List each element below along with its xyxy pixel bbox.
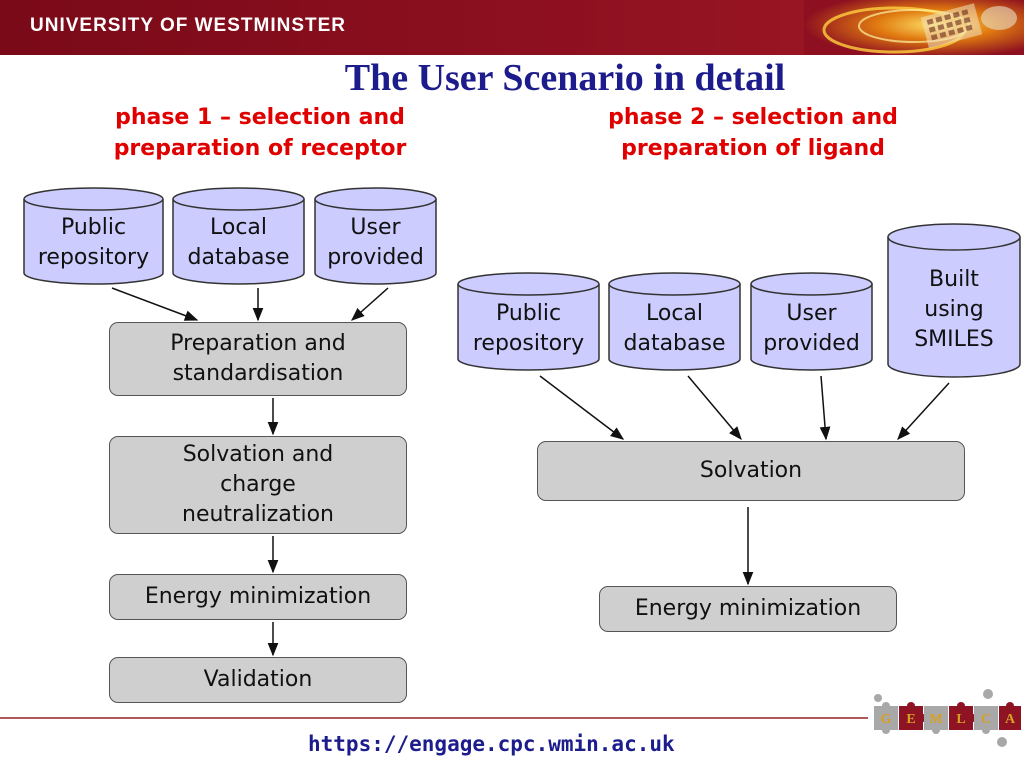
banner-decoration xyxy=(804,0,1024,55)
arrow-p2-local-to-solvation xyxy=(687,375,742,441)
phase2-step-energy-minimization: Energy minimization xyxy=(599,586,897,632)
database-icon xyxy=(23,187,164,285)
phase1-public-repository-database: Public repository xyxy=(23,187,164,285)
phase1-step-preparation: Preparation and standardisation xyxy=(109,322,407,396)
database-icon xyxy=(172,187,305,285)
database-icon xyxy=(457,272,600,371)
logo-letter: G xyxy=(881,712,892,727)
logo-letter: E xyxy=(906,712,915,727)
footer-divider xyxy=(0,717,868,719)
logo-letter: A xyxy=(1005,712,1016,727)
phase2-heading: phase 2 – selection and preparation of l… xyxy=(608,105,898,161)
slide-title: The User Scenario in detail xyxy=(344,57,786,99)
phase1-step-solvation: Solvation and charge neutralization xyxy=(109,436,407,534)
database-label: Local database xyxy=(187,215,290,270)
header-banner: UNIVERSITY OF WESTMINSTER xyxy=(0,0,1024,55)
phase2-public-repository-database: Public repository xyxy=(457,272,600,371)
phase1-step-validation: Validation xyxy=(109,657,407,703)
arrow-p2-public-to-solvation xyxy=(539,375,625,440)
gemlca-puzzle-logo: G E M L C A xyxy=(874,689,1021,747)
arrow-user-to-prep xyxy=(350,287,389,321)
database-icon xyxy=(608,272,741,371)
database-label: User provided xyxy=(327,215,424,270)
phase1-heading: phase 1 – selection and preparation of r… xyxy=(113,105,407,161)
arrow-public-to-prep xyxy=(111,287,199,321)
database-label: Public repository xyxy=(472,301,585,356)
phase1-local-database: Local database xyxy=(172,187,305,285)
database-icon xyxy=(314,187,437,285)
phase1-step-energy-minimization: Energy minimization xyxy=(109,574,407,620)
database-icon xyxy=(887,223,1021,378)
phase2-local-database: Local database xyxy=(608,272,741,371)
database-label: Public repository xyxy=(37,215,150,270)
institution-name: UNIVERSITY OF WESTMINSTER xyxy=(30,15,347,36)
logo-letter: M xyxy=(929,712,942,727)
logo-letter: L xyxy=(956,712,965,727)
arrow-p2-smiles-to-solvation xyxy=(897,382,950,440)
phase1-user-provided-database: User provided xyxy=(314,187,437,285)
phase2-smiles-database: Built using SMILES xyxy=(887,223,1021,378)
phase2-step-solvation: Solvation xyxy=(537,441,965,501)
logo-letter: C xyxy=(981,712,991,727)
footer-url: https://engage.cpc.wmin.ac.uk xyxy=(308,732,675,756)
phase2-user-provided-database: User provided xyxy=(750,272,873,371)
database-icon xyxy=(750,272,873,371)
database-label: Built using SMILES xyxy=(914,267,994,352)
arrow-p2-user-to-solvation xyxy=(819,375,831,441)
database-label: User provided xyxy=(763,301,860,356)
database-label: Local database xyxy=(623,301,726,356)
